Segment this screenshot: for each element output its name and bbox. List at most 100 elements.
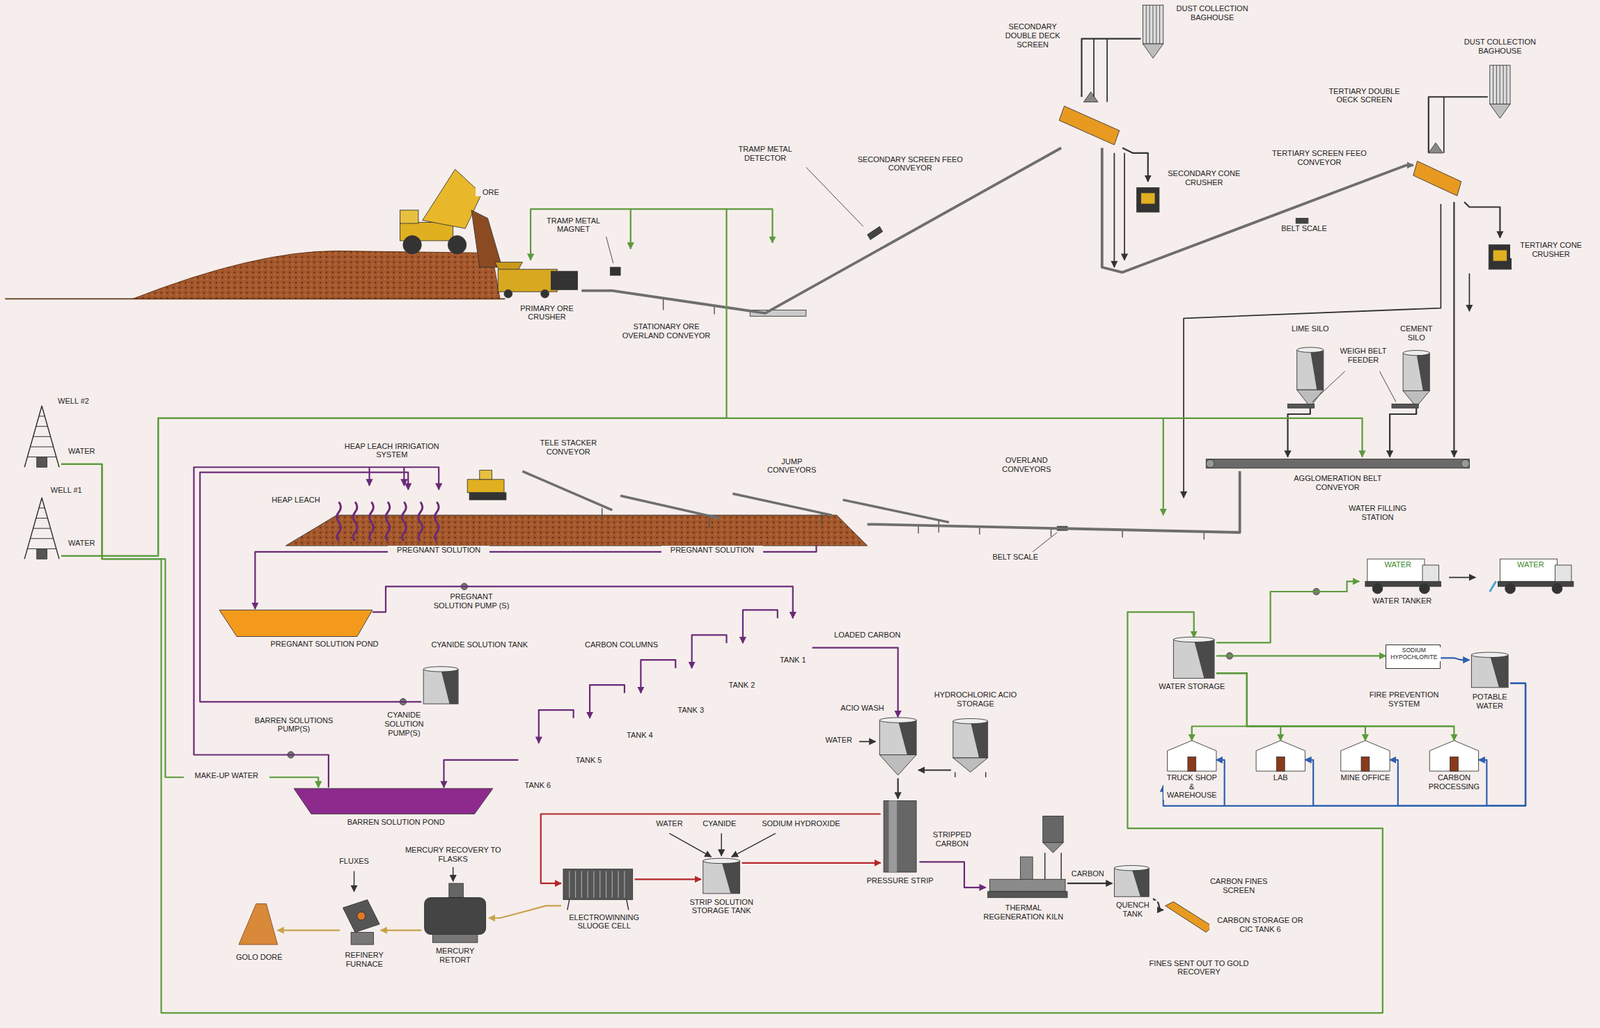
irrigation-drip [369,502,374,541]
tank: WATER STORAGE [1171,637,1216,681]
equipment-label: WELL #2 [48,396,99,406]
cell-leg [626,900,629,911]
silo: CEMENT SILO [1402,352,1431,409]
bulldozer [467,479,505,493]
well-derrick [29,538,53,539]
baghouse [1489,65,1511,105]
baghouse-bag [1503,65,1504,105]
flow-line [380,929,422,931]
tank: QUENCH TANK [1111,866,1154,899]
crusher: SECONDARY CONE CRUSHER [1134,181,1162,217]
furnace-stand [350,932,374,946]
callout-label: TRAMP METAL MAGNET [537,216,610,234]
cement-silo [1402,350,1430,356]
furnace: REFINERY FURNACE [339,898,381,947]
callout-label: BELT SCALE [984,552,1046,562]
irrigation-drip [434,502,439,541]
cell-plate [575,871,576,899]
cone-crusher [1488,245,1511,270]
mercury-outlet [452,867,454,883]
conveyor-leg [1050,528,1052,537]
equipment-label: REFINERY FURNACE [332,951,397,969]
crusher: PRIMARY ORE CRUSHER [495,260,583,302]
tanker-truck [1367,559,1425,582]
jump-conveyor [522,471,613,511]
cell-plate [568,871,570,899]
conveyor-line [1102,147,1414,273]
refinery-furnace [342,900,380,933]
flow-line [1216,581,1360,643]
equipment-label: ELECTROWINNING SLUOGE CELL [552,913,656,931]
flow-line [193,467,439,788]
callout-label: TELE STACKER CONVEYOR [527,438,610,457]
conveyor-leg [820,513,822,526]
equipment-label: LAB [1265,773,1296,783]
lime-silo [1297,350,1324,390]
baghouse-bag [1159,4,1160,44]
flow-line [812,648,899,718]
water-storage-tank [1173,637,1215,642]
callout-label: FINES SENT OUT TO GOLD RECOVERY [1142,959,1255,977]
flow-line [634,878,702,881]
well-derrick [36,518,49,519]
kiln-frame [1060,852,1062,880]
equipment-label: WELL #1 [43,485,90,496]
irrigation-drop [368,467,370,486]
strip-solution-tank [703,861,741,894]
flow-line [1464,201,1500,238]
equipment-label: STRIP SOLUTION STORAGE TANK [677,898,766,916]
equipment-label: TANK 2 [721,680,763,690]
callout-label: SECONDARY SCREEN FEEO CONVEYOR [854,155,967,173]
flow-label: LOADED CARBON [821,630,914,640]
tanker-wheel [1372,583,1383,594]
flow-label: CARBON [1065,869,1110,879]
reagent-inlet [720,833,722,856]
flow-line [538,710,574,744]
flow-arrow [1448,577,1476,579]
vessel: PRESSURE STRIP [880,799,920,875]
tank: POTABLE WATER [1469,653,1511,690]
primary-crusher [550,271,578,290]
baghouse: DUST COLLECTION BAGHOUSE [1140,4,1165,58]
water-spray [1489,581,1497,592]
flow-line [277,929,340,931]
electrowinning-cell [563,869,633,901]
pregnant-solution-pond [219,609,373,637]
lime-silo [1310,350,1324,390]
conveyor-leg [601,508,603,521]
equipment-label: TANK 3 [670,706,712,716]
carbon-column: TANK 2 [722,643,762,681]
lime-silo [1297,347,1324,353]
acid-storage-tank [953,721,988,759]
callout-label: HEAP LEACH IRRIGATION SYSTEM [335,442,448,460]
callout-label: CYANIDE SOLUTION PUMP(S) [373,710,435,738]
acid-storage-tank [953,758,988,773]
building [1167,740,1217,772]
tanker-wheel [1419,583,1431,594]
conveyor-line [867,471,1241,533]
barren-solution-pond [293,788,493,815]
baghouse-bag [1146,4,1147,44]
callout-label: WATER [1512,560,1548,570]
equipment-label: PRESSURE STRIP [855,876,945,886]
equipment-label: MERCURY RETORT [419,946,491,965]
equipment-label: SECONDARY CONE CRUSHER [1157,169,1250,187]
reagent-inlet [669,833,711,858]
cyanide-tank [423,667,459,672]
equipment-label: ACIO WASH [836,703,888,713]
leader-line [606,236,614,264]
tanker-wheel [1551,583,1563,594]
flow-line [372,586,794,619]
retort-stack [449,883,464,899]
carbon-column: TANK 3 [671,668,711,706]
primary-crusher [497,269,558,292]
callout-label: STATIONARY ORE OVERLAND CONVEYOR [615,322,718,340]
irrigation-drop [403,467,405,486]
well-derrick [38,415,45,417]
baghouse-bag [1496,65,1497,105]
equipment-label: BARREN SOLUTION POND [344,818,447,828]
callout-label: FIRE PREVENTION SYSTEM [1363,690,1445,709]
callout-label: PREGNANT SOLUTION [661,545,764,555]
water-spray-line [726,208,773,243]
gold-dore-cone [238,903,278,945]
